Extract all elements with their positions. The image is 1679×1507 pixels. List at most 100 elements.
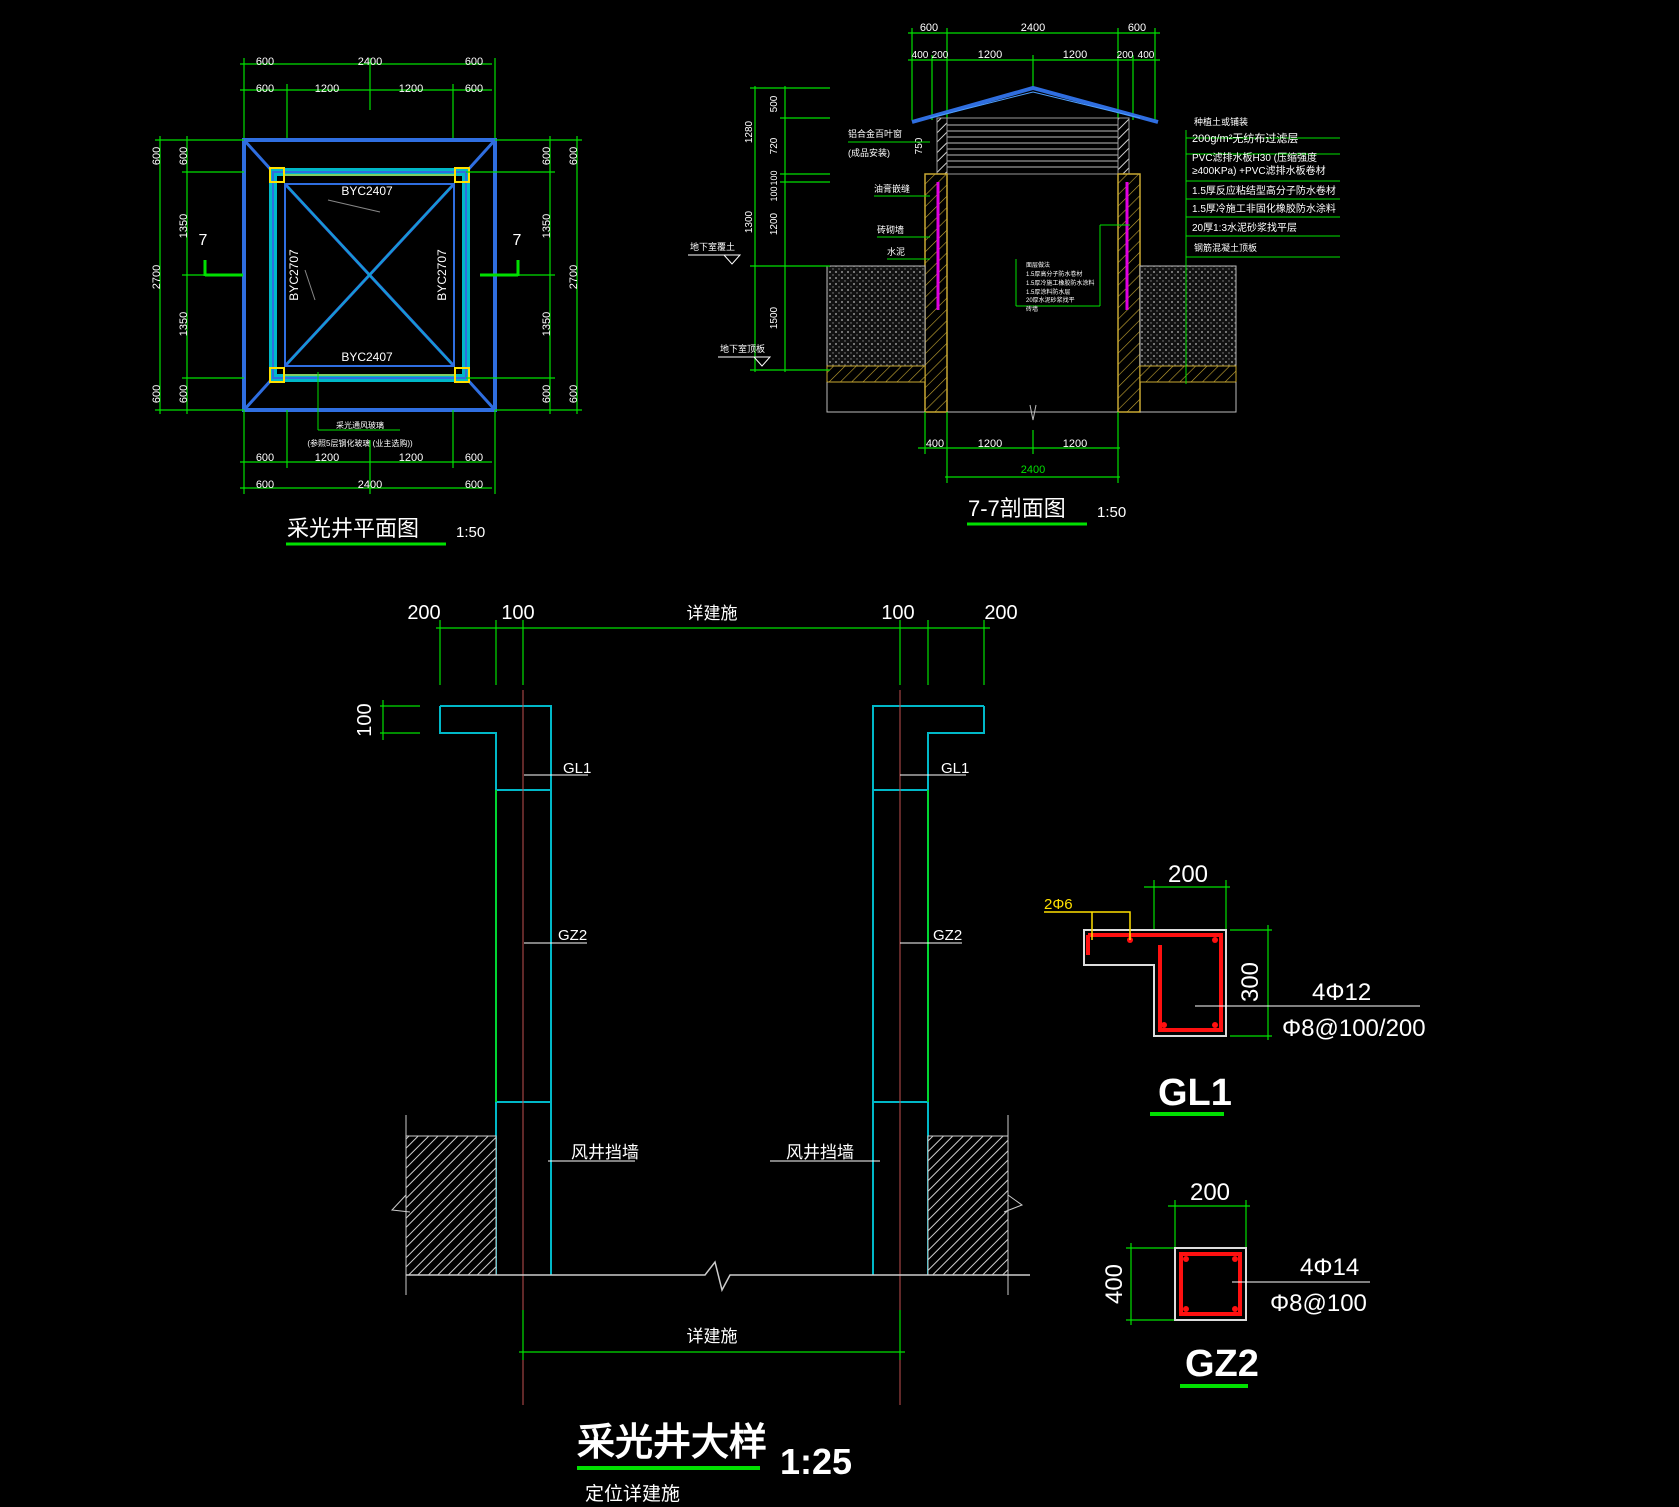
plan-frame-top-label: BYC2407: [341, 184, 393, 198]
gz2-height: 400: [1101, 1264, 1128, 1304]
plan-scale: 1:50: [456, 524, 485, 541]
section-soil-left: [826, 265, 926, 367]
gz2-dim-height: [1126, 1243, 1175, 1325]
plan-dim-left-outer-3: 600: [151, 385, 163, 403]
section-label-cement: 水泥: [887, 246, 905, 257]
section-right-notes: 种植土或铺装 200g/m²无纺布过滤层 PVC滤排水板H30 (压缩强度 ≥4…: [1185, 116, 1340, 384]
section-outline: [826, 382, 925, 413]
section-scale: 1:50: [1097, 504, 1126, 521]
plan-dims-top: [240, 58, 496, 140]
plan-dim-bottom-inner-2: 1200: [315, 452, 339, 464]
plan-dims-left: [155, 136, 244, 414]
plan-dim-bottom-outer-3: 600: [465, 479, 483, 491]
section-dim-left-inner-4: 100: [769, 186, 779, 201]
detail-label-wall-right: 风井挡墙: [786, 1143, 854, 1162]
section-louvre-post: [936, 117, 948, 175]
plan-frame-left-label: BYC2707: [287, 249, 301, 301]
section-slab-left: [826, 365, 926, 383]
gz2-stirrups: Φ8@100: [1270, 1290, 1367, 1317]
section-dim-top-outer-3: 600: [1128, 22, 1146, 34]
gz2-dim-width: [1168, 1200, 1250, 1248]
section-label-sealant: 油膏嵌缝: [874, 183, 910, 194]
section-dim-top-inner-1: 400: [912, 50, 929, 61]
section-dim-left-inner-2: 720: [769, 137, 780, 154]
detail-dim-cap-value: 100: [354, 703, 376, 736]
detail-label-gl1-right: GL1: [941, 760, 969, 777]
gz2-bar: [1183, 1306, 1189, 1312]
section-title: 7-7剖面图: [968, 496, 1066, 521]
detail-break-mark: [390, 1194, 411, 1213]
plan-title: 采光井平面图: [287, 516, 419, 541]
plan-frame-inner-edge: [284, 183, 455, 367]
plan-dim-top-inner-1: 600: [256, 83, 274, 95]
section-right-note-8: 钢筋混凝土顶板: [1194, 242, 1257, 253]
plan-dim-right-inner-1: 600: [541, 147, 553, 165]
detail-dims-top: [436, 620, 990, 685]
gz2-bar: [1232, 1306, 1238, 1312]
detail-dim-cap: [380, 700, 420, 740]
section-louvre-post: [1117, 117, 1130, 175]
section-level-roof-slab: 地下室顶板: [720, 343, 765, 354]
gz2-bar: [1232, 1256, 1238, 1262]
section-slab-right: [1139, 365, 1237, 383]
plan-dim-top-outer-3: 600: [465, 56, 483, 68]
plan-dim-right-outer-3: 600: [568, 385, 580, 403]
plan-dims-bottom: [240, 410, 496, 494]
section-roof: [911, 85, 1159, 124]
detail-label-gz2-left: GZ2: [558, 927, 587, 944]
gl1-stirrup: [1088, 933, 1223, 1032]
section-level-symbol: [718, 356, 772, 367]
gz2-section: 200 400 4Φ14 Φ8@100 GZ2: [1101, 1179, 1370, 1388]
detail-label-wall-left: 风井挡墙: [571, 1143, 639, 1162]
section-dim-left-outer-1: 1280: [744, 120, 755, 143]
plan-view: 600 2400 600 600 1200 1200 600 BYC2407 B…: [151, 56, 582, 546]
section-dim-louvre: 750: [914, 137, 925, 154]
gl1-callout: 2Φ6: [1044, 896, 1073, 913]
gl1-title: GL1: [1158, 1072, 1232, 1114]
section-mid-note-5: 20厚水泥砂浆找平: [1026, 296, 1075, 304]
detail-soil-left: [405, 1135, 497, 1276]
plan-dim-right-outer-1: 600: [568, 147, 580, 165]
detail-dim-top-3: 详建施: [687, 604, 738, 623]
detail-subtitle: 定位详建施: [585, 1483, 680, 1505]
detail-dim-bottom: [519, 1310, 905, 1360]
section-dims-top: [908, 28, 1160, 120]
detail-ground-line: [406, 1260, 1030, 1293]
section-right-note-2: 200g/m²无纺布过滤层: [1192, 131, 1298, 145]
plan-dim-left-inner-3: 1350: [178, 312, 190, 336]
plan-dim-top-outer-1: 600: [256, 56, 274, 68]
detail-scale: 1:25: [780, 1441, 852, 1482]
gz2-title: GZ2: [1185, 1343, 1259, 1385]
plan-hip-line: [242, 376, 275, 412]
section-right-note-6: 1.5厚冷施工非固化橡胶防水涂料: [1192, 202, 1336, 215]
plan-hip-line: [464, 376, 497, 412]
detail-view: 200 100 详建施 100 200 100: [354, 602, 1030, 1505]
section-dim-left-outer-3: 1500: [769, 306, 780, 329]
plan-dim-bottom-inner-1: 600: [256, 452, 274, 464]
section-louvre-slats: [947, 124, 1118, 168]
section-dim-left-inner-5: 1200: [769, 212, 780, 235]
plan-dim-left-outer-1: 600: [151, 147, 163, 165]
plan-dim-bottom-inner-3: 1200: [399, 452, 423, 464]
plan-dim-bottom-outer-2: 2400: [358, 479, 382, 491]
section-mid-note-4: 1.5厚涂料防水层: [1026, 288, 1070, 296]
plan-hip-line: [242, 138, 275, 174]
section-dim-top-inner-5: 200: [1117, 50, 1134, 61]
detail-label-gl1-left: GL1: [563, 760, 591, 777]
plan-dim-right-inner-3: 1350: [541, 312, 553, 336]
section-right-note-7: 20厚1:3水泥砂浆找平层: [1192, 221, 1297, 234]
section-dim-left-inner-3: 100: [769, 170, 779, 185]
section-dim-left-outer-2: 1300: [744, 210, 755, 233]
gl1-bar: [1161, 1022, 1167, 1028]
detail-title: 采光井大样: [577, 1422, 767, 1464]
plan-dim-right-outer-2: 2700: [568, 265, 580, 289]
plan-note-line1: 采光通风玻璃: [336, 420, 384, 430]
plan-dim-left-inner-2: 1350: [178, 214, 190, 238]
section-dim-top-outer-1: 600: [920, 22, 938, 34]
plan-dim-right-inner-4: 600: [541, 385, 553, 403]
detail-dim-top-1: 200: [407, 602, 440, 624]
plan-dim-left-outer-2: 2700: [151, 265, 163, 289]
section-mid-note-2: 1.5厚高分子防水卷材: [1026, 270, 1082, 278]
section-dims-bottom: [918, 412, 1120, 483]
